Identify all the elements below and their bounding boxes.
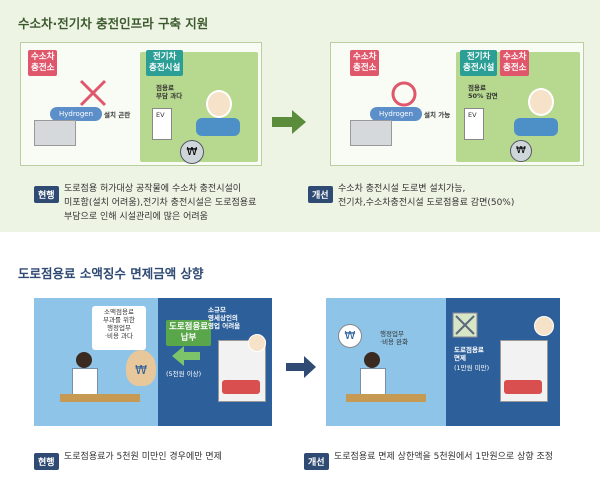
admin-burden-note: 소액점용료 부과를 위한 행정업무 ·비용 과다: [103, 308, 135, 340]
ev-charger-tag: 전기차 충전시설: [146, 50, 184, 76]
cart-goods: [222, 380, 260, 394]
cross-icon: [79, 79, 107, 107]
circle-ok-icon: [391, 81, 417, 107]
official-body: [72, 368, 98, 396]
official-head: [76, 352, 92, 368]
arrow-right-icon-2: [286, 356, 316, 378]
install-difficult-note: 설치 곤란: [104, 111, 131, 119]
section2-title: 도로점용료 소액징수 면제금액 상향: [18, 266, 204, 281]
payment-tag: 도로점용료 납부: [166, 320, 212, 346]
coin-icon-2: ₩: [338, 324, 362, 348]
exempt-amount: (1만원 미만): [454, 364, 490, 372]
electric-car: [196, 118, 240, 136]
section1-title: 수소차·전기차 충전인프라 구축 지원: [18, 16, 209, 31]
person-avatar-after: [528, 88, 554, 116]
ev-charger-tag-after: 전기차 충전시설: [460, 50, 498, 76]
person-avatar: [206, 90, 232, 118]
merchant-avatar: [248, 334, 266, 352]
improve-text-2: 도로점용료 면제 상한액을 5천원에서 1만원으로 상향 조정: [334, 452, 554, 462]
arrow-right-icon: [272, 110, 306, 134]
exempt-cross-icon: [452, 312, 478, 338]
coin-icon-after: ₩: [510, 140, 532, 162]
official-body-after: [360, 368, 386, 396]
merchant-note: 소규모 영세상인의 영업 어려움: [208, 306, 241, 330]
current-text: 도로점용 허가대상 공작물에 수소차 충전시설이 미포함(설치 어려움),전기차…: [64, 184, 257, 222]
desk: [60, 394, 140, 402]
ev-label: EV: [156, 111, 165, 119]
reduce-note: 점용료 50% 감면: [468, 84, 498, 100]
current-text-2: 도로점용료가 5천원 미만인 경우에만 면제: [64, 452, 222, 462]
ev-label-after: EV: [468, 111, 477, 119]
exempt-tag: 도로점용료 면제: [454, 346, 484, 362]
hydrogen-station-tag: 수소차 충전소: [28, 50, 58, 76]
current-badge: 현행: [34, 186, 59, 203]
relief-note: 행정업무 ·비용 완화: [380, 330, 409, 346]
amount-note: (5천원 이상): [166, 370, 202, 378]
official-head-after: [364, 352, 380, 368]
install-possible-note: 설치 가능: [424, 111, 451, 119]
hydrogen-label-after: Hydrogen: [370, 107, 422, 121]
merchant-avatar-after: [534, 316, 554, 336]
ev-charger-after: [464, 108, 484, 140]
burden-note: 점용료 부담 과다: [156, 84, 183, 100]
improve-badge: 개선: [308, 186, 333, 203]
hydrogen-pump: [34, 120, 76, 146]
hydrogen-pump-after: [350, 120, 392, 146]
speech-bubble: [92, 306, 146, 350]
improve-text: 수소차 충전시설 도로변 설치가능, 전기차,수소차충전시설 도로점용료 감면(…: [338, 184, 515, 208]
money-bag-icon: ₩: [126, 350, 156, 386]
hydrogen-station-tag-after-2: 수소차 충전소: [500, 50, 530, 76]
current-badge-2: 현행: [34, 453, 59, 470]
ev-charger: [152, 108, 172, 140]
cart-goods-after: [504, 380, 542, 394]
electric-car-after: [514, 118, 558, 136]
coin-icon: ₩: [180, 140, 204, 164]
arrow-left-icon: [172, 346, 200, 366]
improve-badge-2: 개선: [304, 453, 329, 470]
desk-after: [346, 394, 426, 402]
hydrogen-station-tag-after: 수소차 충전소: [350, 50, 380, 76]
hydrogen-label: Hydrogen: [50, 107, 102, 121]
